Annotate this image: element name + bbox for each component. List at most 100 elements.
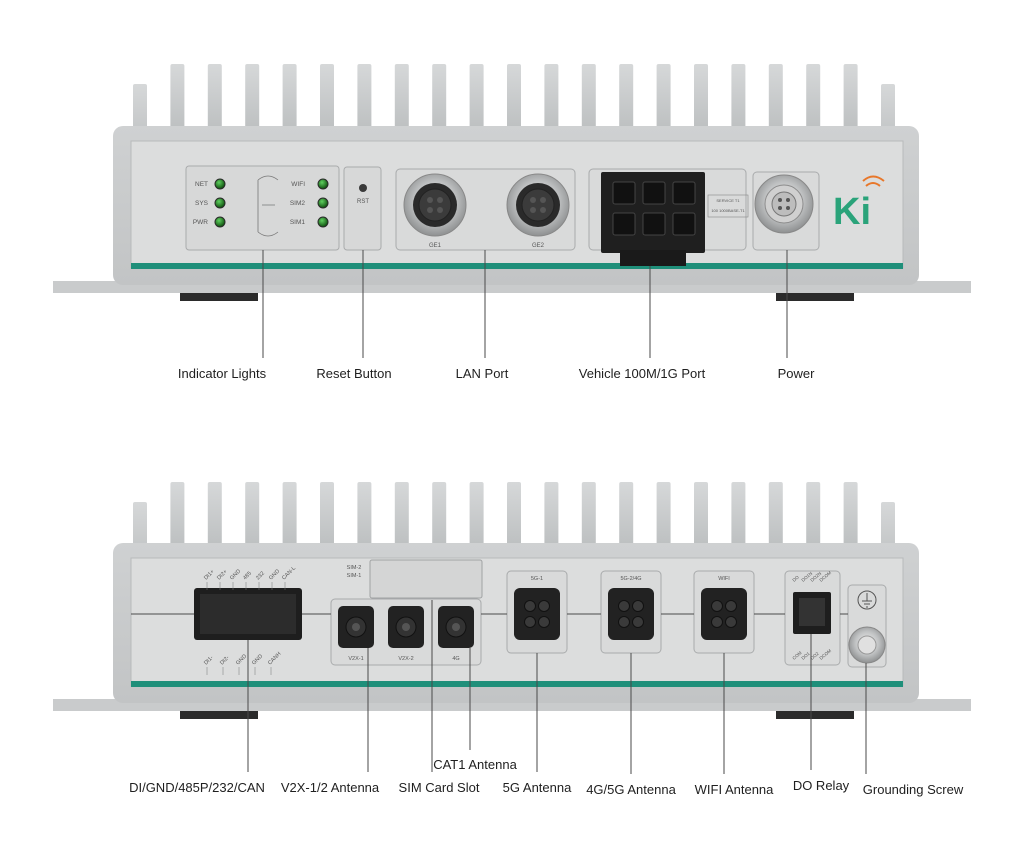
fin <box>320 482 334 556</box>
vehicle-port-socket <box>642 181 666 205</box>
antenna-connector-4g[interactable] <box>438 606 474 648</box>
fin <box>581 64 596 140</box>
antenna-connector-5g24g[interactable] <box>608 588 654 640</box>
callout-power: Power <box>777 366 815 381</box>
fin <box>806 482 821 556</box>
antenna-connector-wifi[interactable] <box>701 588 747 640</box>
sim-card-slot-cover[interactable] <box>369 559 483 599</box>
antenna-label: 5G-2/4G <box>620 576 641 582</box>
lan-label-ge2: GE2 <box>532 243 545 249</box>
grounding-screw[interactable] <box>848 626 886 664</box>
fin <box>656 64 671 140</box>
fin <box>806 64 821 140</box>
callout-grounding-screw: Grounding Screw <box>862 782 964 797</box>
antenna-connector-5g1[interactable] <box>514 588 560 640</box>
lan-port-ge2[interactable] <box>506 173 570 237</box>
callout-cat1: CAT1 Antenna <box>433 757 517 772</box>
led-pwr <box>214 216 226 228</box>
db-top-pin-label: 232 <box>255 571 266 582</box>
fin <box>207 64 222 140</box>
indicator-panel <box>185 165 340 251</box>
callout-5g: 5G Antenna <box>502 780 572 795</box>
reset-label: RST <box>357 199 369 205</box>
fin <box>432 482 447 556</box>
fin <box>694 64 708 140</box>
fin <box>245 482 260 556</box>
led-wifi <box>317 178 329 190</box>
db-bottom-pin-label: DI2- <box>219 655 231 667</box>
fin <box>544 482 559 556</box>
do-relay-connector[interactable] <box>793 592 831 634</box>
callout-v2x: V2X-1/2 Antenna <box>280 780 380 795</box>
db-bottom-pin-label: DI1- <box>203 655 215 667</box>
fin <box>357 64 372 140</box>
foot-left <box>180 293 258 301</box>
power-connector[interactable] <box>754 174 814 234</box>
antenna-label: V2X-2 <box>398 656 413 662</box>
fin <box>394 482 409 556</box>
fin <box>507 482 521 556</box>
antenna-connector-v2x-2[interactable] <box>388 606 424 648</box>
heat-sink-fins-rear <box>133 482 895 576</box>
vehicle-port-text-1: SERVICE T1 <box>716 198 740 203</box>
fin <box>731 64 746 140</box>
led-label-wifi: WIFI <box>291 181 305 188</box>
vehicle-port-socket <box>672 181 696 205</box>
fin <box>469 64 484 140</box>
fin <box>170 482 185 556</box>
lan-port-ge1[interactable] <box>403 173 467 237</box>
led-label-pwr: PWR <box>193 219 208 226</box>
vehicle-port-text-2: 100 1000BASE-T1 <box>711 208 745 213</box>
lan-label-ge1: GE1 <box>429 243 442 249</box>
relay-top-label: DO1N <box>800 571 813 583</box>
callout-vehicle-port: Vehicle 100M/1G Port <box>578 366 706 381</box>
led-label-sim2: SIM2 <box>290 200 306 207</box>
callout-do-relay: DO Relay <box>792 778 850 793</box>
led-sim1 <box>317 216 329 228</box>
fin <box>843 482 858 556</box>
teal-stripe <box>131 263 903 269</box>
fin <box>581 482 596 556</box>
led-net <box>214 178 226 190</box>
reset-button[interactable] <box>359 184 367 192</box>
vehicle-port-pin-table <box>707 194 749 218</box>
vehicle-port-socket <box>612 181 636 205</box>
vehicle-port-socket <box>672 212 696 236</box>
callout-wifi: WIFI Antenna <box>694 782 774 797</box>
antenna-label: 4G <box>452 656 459 662</box>
fin <box>544 64 559 140</box>
antenna-label: WIFI <box>718 576 730 582</box>
fin <box>469 482 484 556</box>
ground-symbol-icon <box>857 590 877 610</box>
callout-reset-button: Reset Button <box>316 366 392 381</box>
db-top-pin-label: 485 <box>242 571 253 582</box>
vehicle-port-connector[interactable] <box>601 172 705 266</box>
heat-sink-fins <box>133 64 895 160</box>
sim-label-2: SIM-2 <box>347 565 362 571</box>
reset-panel <box>343 166 382 251</box>
signal-glyph <box>257 175 279 237</box>
foot-right <box>776 293 854 301</box>
vehicle-port-socket <box>612 212 636 236</box>
fin <box>432 64 447 140</box>
foot-left-rear <box>180 711 258 719</box>
relay-top-label: DO2N <box>809 571 822 583</box>
foot-right-rear <box>776 711 854 719</box>
led-sys <box>214 197 226 209</box>
antenna-connector-v2x-1[interactable] <box>338 606 374 648</box>
callout-di-gnd: DI/GND/485P/232/CAN <box>129 780 265 795</box>
fin <box>320 64 334 140</box>
fin <box>170 64 185 140</box>
svg-text:Ki: Ki <box>833 191 871 233</box>
fin <box>282 482 297 556</box>
fin <box>731 482 746 556</box>
front-view: NET SYS PWR WIFI SIM2 SIM1 RST GE1 <box>53 64 971 301</box>
fin <box>843 64 858 140</box>
fin <box>282 64 297 140</box>
callout-indicator-lights: Indicator Lights <box>177 366 267 381</box>
relay-bottom-label: DO2 <box>809 651 820 661</box>
led-label-net: NET <box>195 181 208 188</box>
sim-label-1: SIM-1 <box>347 573 362 579</box>
di-gnd-connector[interactable] <box>194 588 302 640</box>
